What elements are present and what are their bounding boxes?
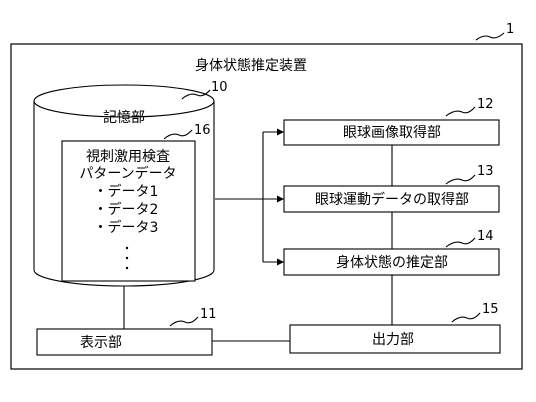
movement-box bbox=[283, 185, 500, 213]
display-box bbox=[36, 328, 213, 356]
movement-leader bbox=[445, 174, 476, 185]
pattern-data-box bbox=[61, 140, 196, 282]
display-ref: 11 bbox=[200, 307, 217, 322]
acquisition-box bbox=[283, 119, 500, 146]
movement-label: 眼球運動データの取得部 bbox=[315, 191, 469, 208]
storage-label: 記憶部 bbox=[103, 109, 145, 126]
display-leader bbox=[169, 316, 199, 327]
storage-ref: 10 bbox=[211, 80, 228, 95]
apparatus-frame bbox=[10, 43, 523, 370]
apparatus-ref: 1 bbox=[506, 22, 514, 37]
acquisition-arrowhead bbox=[277, 128, 284, 136]
estimation-box bbox=[283, 248, 500, 276]
estimation-ref: 14 bbox=[477, 229, 494, 244]
pattern-data-item-1: ・データ1 bbox=[94, 183, 159, 200]
movement-arrowhead bbox=[277, 195, 284, 203]
output-box bbox=[289, 324, 501, 354]
storage-leader bbox=[181, 89, 211, 100]
apparatus-title: 身体状態推定装置 bbox=[195, 58, 307, 74]
output-leader bbox=[451, 312, 481, 323]
pattern-data-title-line1: 視刺激用検査 bbox=[86, 148, 170, 165]
pattern-data-ref: 16 bbox=[194, 123, 211, 138]
pattern-data-item-2: ・データ2 bbox=[94, 201, 159, 218]
pattern-data-ellipsis bbox=[125, 246, 129, 270]
acquisition-label: 眼球画像取得部 bbox=[343, 124, 441, 141]
display-label: 表示部 bbox=[80, 335, 122, 351]
output-label: 出力部 bbox=[372, 332, 414, 348]
pattern-data-item-3: ・データ3 bbox=[94, 219, 159, 236]
estimation-label: 身体状態の推定部 bbox=[336, 255, 448, 271]
storage-cylinder-top bbox=[33, 84, 215, 118]
output-ref: 15 bbox=[482, 302, 499, 317]
movement-ref: 13 bbox=[477, 164, 494, 179]
pattern-data-title-line2: パターンデータ bbox=[79, 165, 176, 182]
apparatus-leader bbox=[475, 32, 505, 41]
acquisition-ref: 12 bbox=[477, 97, 494, 112]
estimation-arrowhead bbox=[277, 258, 284, 266]
pattern-data-leader bbox=[163, 129, 193, 140]
acquisition-leader bbox=[445, 106, 476, 117]
estimation-leader bbox=[445, 237, 476, 248]
